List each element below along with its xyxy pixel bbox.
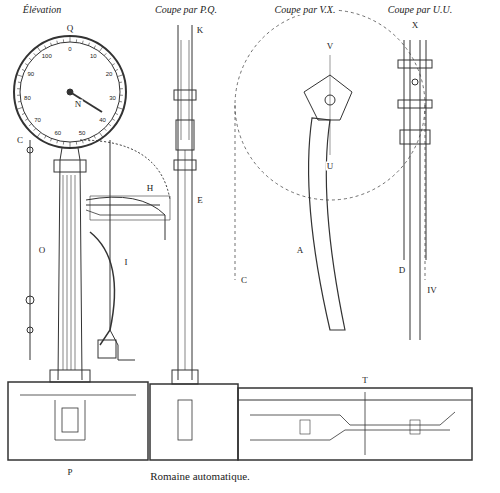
- dial-tick: [37, 132, 41, 137]
- dial-tick: [94, 136, 95, 139]
- dial-tick: [94, 46, 95, 49]
- dial-tick: [104, 128, 106, 130]
- callout-letter: D: [398, 266, 407, 275]
- callout-letter: N: [74, 100, 83, 109]
- dial-tick: [18, 101, 21, 103]
- dial-tick: [112, 64, 115, 66]
- dial-tick: [56, 41, 58, 44]
- platform: [238, 388, 472, 460]
- dial-tick: [34, 128, 36, 130]
- dial-tick: [109, 124, 111, 126]
- dial-tick: [120, 88, 123, 89]
- dial-tick: [25, 64, 28, 66]
- dial-tick: [118, 75, 124, 77]
- callout-letter: H: [146, 184, 155, 193]
- callout-letter: A: [296, 246, 305, 255]
- dial-tick: [56, 140, 58, 143]
- callout-letter: E: [196, 196, 204, 205]
- dial-number: 70: [34, 117, 41, 123]
- dial-tick: [82, 41, 84, 44]
- dial-tick: [44, 136, 45, 139]
- dial-number: 60: [55, 130, 62, 136]
- dial-number: 50: [79, 130, 86, 136]
- base-pit: [8, 382, 148, 460]
- dial-tick: [18, 82, 21, 84]
- view-title: Élévation: [22, 5, 62, 15]
- dial-tick: [109, 58, 111, 60]
- dial-tick: [22, 69, 25, 70]
- dial-tick: [119, 82, 122, 84]
- dial-tick: [99, 132, 103, 137]
- dial-number: 30: [109, 95, 116, 101]
- dial-number: 40: [99, 117, 106, 123]
- dial-tick: [119, 101, 122, 103]
- callout-letter: O: [38, 246, 47, 255]
- dial-tick: [63, 142, 64, 145]
- dial-tick: [17, 95, 20, 96]
- dial-tick: [120, 95, 123, 96]
- dial-tick: [76, 142, 77, 145]
- dial-tick: [34, 53, 36, 55]
- dial-tick: [112, 119, 115, 121]
- section-vx: [235, 10, 425, 330]
- callout-letter: T: [361, 376, 369, 385]
- dial-tick: [50, 43, 51, 46]
- dial-number: 80: [24, 95, 31, 101]
- dial-tick: [17, 88, 20, 89]
- view-title: Coupe par P.Q.: [154, 5, 218, 15]
- callout-letter: C: [240, 276, 248, 285]
- dial-tick: [104, 53, 106, 55]
- callout-letter: U: [326, 162, 335, 171]
- dial-tick: [17, 75, 23, 77]
- dial-tick: [88, 43, 89, 46]
- callout-letter: P: [66, 468, 73, 477]
- dial-tick: [29, 58, 31, 60]
- dial: [14, 36, 126, 148]
- dial-tick: [99, 47, 103, 52]
- dial-tick: [29, 124, 31, 126]
- caption: Romaine automatique.: [149, 471, 251, 482]
- dial-number: 100: [42, 53, 52, 59]
- section-uu: [398, 40, 432, 340]
- dial-tick: [70, 36, 71, 42]
- dial-number: 10: [90, 53, 97, 59]
- dial-tick: [37, 47, 41, 52]
- callout-letter: C: [16, 136, 24, 145]
- dial-tick: [17, 107, 23, 109]
- dial-tick: [70, 142, 71, 148]
- dial-tick: [44, 46, 45, 49]
- dial-tick: [82, 140, 84, 143]
- view-title: Coupe par U.U.: [387, 5, 453, 15]
- dial-tick: [63, 39, 64, 42]
- dial-tick: [50, 138, 51, 141]
- callout-letter: K: [196, 26, 205, 35]
- callout-letter: Q: [66, 24, 75, 33]
- view-title: Coupe par V.X.: [274, 5, 337, 15]
- dial-tick: [118, 107, 124, 109]
- callout-letter: I: [124, 258, 129, 267]
- callout-letter: X: [411, 21, 420, 30]
- dial-number: 20: [106, 71, 113, 77]
- dial-tick: [25, 119, 28, 121]
- dial-number: 90: [28, 71, 35, 77]
- dial-tick: [76, 39, 77, 42]
- dial-tick: [115, 113, 118, 114]
- column: [26, 140, 170, 382]
- dial-number: 0: [68, 46, 71, 52]
- section-pq: [150, 25, 238, 460]
- dial-tick: [22, 113, 25, 114]
- callout-letter: V: [326, 42, 335, 51]
- callout-letter: IV: [426, 286, 438, 295]
- dial-tick: [115, 69, 118, 70]
